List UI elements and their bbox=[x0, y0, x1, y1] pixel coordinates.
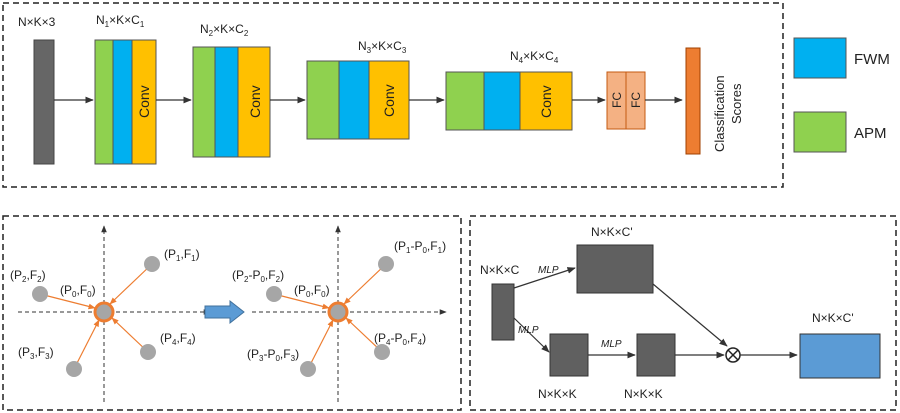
layer1-fwm bbox=[112, 39, 133, 165]
label-p4-1: (P4,F4) bbox=[160, 331, 196, 347]
layer2-label: N2×K×C2 bbox=[200, 22, 249, 38]
layer1-conv bbox=[131, 39, 157, 165]
label-p3-2: (P3-P0,F3) bbox=[247, 347, 299, 363]
rp-kk-block-1 bbox=[549, 333, 589, 377]
scores-line2: Scores bbox=[729, 83, 744, 124]
rp-top-block bbox=[576, 244, 654, 294]
label-p0-2: (P0,F0) bbox=[294, 283, 330, 299]
point-p2-2 bbox=[266, 286, 282, 302]
fc2-text: FC bbox=[629, 92, 643, 108]
label-p2-1: (P2,F2) bbox=[10, 268, 46, 284]
rp-kk-label-1: N×K×K bbox=[538, 387, 577, 401]
legend-apm-label: APM bbox=[854, 125, 887, 142]
edge-p2-1 bbox=[39, 293, 96, 310]
layer1-label: N1×K×C1 bbox=[96, 13, 145, 29]
layer2-conv-text: Conv bbox=[247, 85, 263, 118]
legend-fwm-label: FWM bbox=[854, 51, 890, 68]
layer4-conv bbox=[519, 71, 573, 131]
right-panel-frame bbox=[469, 215, 897, 411]
fc1-text: FC bbox=[610, 92, 624, 108]
point-p1-2 bbox=[378, 256, 394, 272]
layer3-apm bbox=[306, 60, 340, 140]
rp-kk-block-2 bbox=[636, 333, 676, 377]
point-p4-2 bbox=[374, 344, 390, 360]
layer3-fwm bbox=[338, 60, 370, 140]
edge-p4-1 bbox=[111, 317, 149, 353]
multiply-node-x2 bbox=[727, 349, 739, 361]
edge-p2-2 bbox=[273, 293, 330, 310]
layer4-conv-text: Conv bbox=[538, 85, 554, 118]
rp-mlp-down: MLP bbox=[518, 325, 539, 336]
transform-arrow bbox=[204, 299, 245, 325]
rp-top-label: N×K×C' bbox=[591, 225, 633, 239]
layer1-conv-text: Conv bbox=[136, 85, 152, 118]
point-p1-1 bbox=[144, 256, 160, 272]
layer4-label: N4×K×C4 bbox=[510, 49, 559, 65]
layer3-label: N3×K×C3 bbox=[358, 39, 407, 55]
label-p3-1: (P3,F3) bbox=[18, 345, 54, 361]
rp-mlp-mid: MLP bbox=[601, 339, 622, 350]
legend-fwm-swatch bbox=[793, 37, 847, 79]
top-panel-frame bbox=[2, 2, 784, 188]
rp-out-label: N×K×C' bbox=[812, 311, 854, 325]
label-p0-1: (P0,F0) bbox=[60, 283, 96, 299]
point-p3-1 bbox=[66, 361, 82, 377]
rp-arrow-to-top bbox=[513, 267, 576, 289]
legend-apm-swatch bbox=[793, 111, 847, 153]
edge-p3-1 bbox=[73, 319, 100, 370]
label-p2-2: (P2-P0,F2) bbox=[232, 268, 284, 284]
rp-output-block bbox=[799, 333, 881, 379]
label-p4-2: (P4-P0,F4) bbox=[374, 331, 426, 347]
layer1-apm bbox=[94, 39, 114, 165]
rp-kk-label-2: N×K×K bbox=[624, 387, 663, 401]
absolute-coordinate-plot: (P2,F2) (P1,F1) (P0,F0) (P3,F3) (P4,F4) bbox=[10, 225, 211, 402]
edge-p1-1 bbox=[109, 263, 153, 305]
layer3-conv-text: Conv bbox=[381, 84, 397, 117]
layer2-conv bbox=[237, 46, 271, 158]
rp-mlp-top: MLP bbox=[538, 265, 559, 276]
layer2-apm bbox=[192, 46, 216, 158]
edge-p3-2 bbox=[307, 319, 334, 370]
layer2-fwm bbox=[214, 46, 239, 158]
edge-p4-2 bbox=[345, 317, 383, 353]
center-point-2 bbox=[327, 301, 349, 323]
point-p4-1 bbox=[140, 344, 156, 360]
rp-input-label: N×K×C bbox=[480, 263, 520, 277]
center-point-1 bbox=[93, 301, 115, 323]
input-block bbox=[33, 39, 55, 165]
input-size-label: N×K×3 bbox=[18, 15, 56, 29]
scores-line1: Classification bbox=[712, 75, 727, 152]
scores-block bbox=[685, 47, 701, 155]
layer4-fwm bbox=[483, 71, 521, 131]
label-p1-2: (P1-P0,F1) bbox=[394, 239, 446, 255]
left-panel-frame bbox=[2, 215, 462, 411]
relative-coordinate-plot: (P2-P0,F2) (P1-P0,F1) (P0,F0) (P3-P0,F3)… bbox=[232, 225, 447, 402]
rp-arrow-to-kk1 bbox=[513, 317, 550, 353]
edge-p1-2 bbox=[343, 263, 387, 305]
point-p2-1 bbox=[32, 286, 48, 302]
layer4-apm bbox=[445, 71, 485, 131]
point-p3-2 bbox=[300, 361, 316, 377]
label-p1-1: (P1,F1) bbox=[164, 247, 200, 263]
rp-input-block bbox=[491, 283, 515, 341]
rp-arrow-top-to-mul bbox=[652, 283, 728, 347]
